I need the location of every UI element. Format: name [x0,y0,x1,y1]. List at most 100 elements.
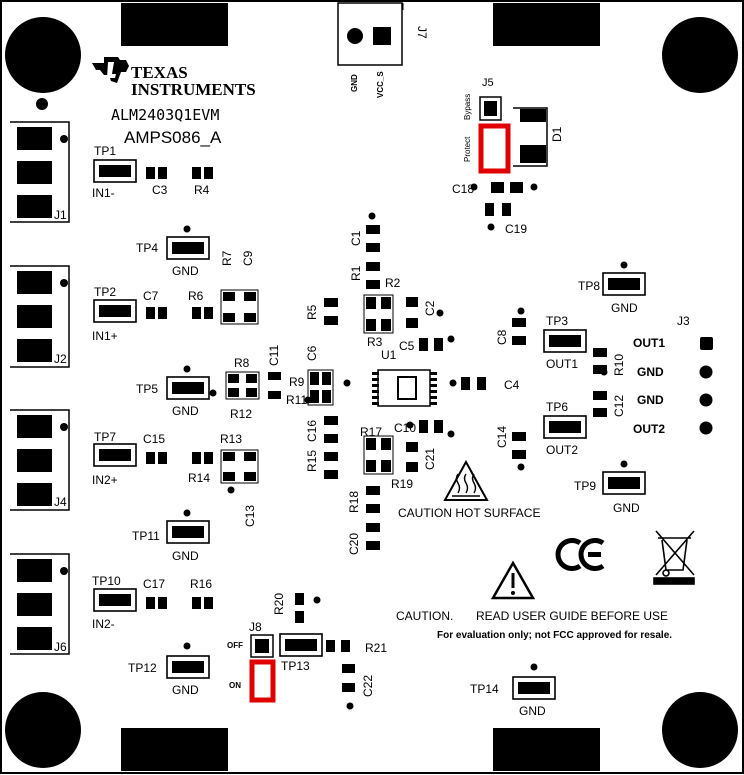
c5-label: C5 [399,339,415,353]
c4-label: C4 [504,378,520,392]
tp7-net-label: IN2+ [92,473,118,487]
c16-label: C16 [305,419,319,442]
c18-label: C18 [452,182,475,196]
c9-label: C9 [241,250,255,266]
c10-label: C10 [394,421,417,435]
passive-footprints [146,167,607,692]
r9-label: R9 [289,375,305,389]
j2-terminal-block [10,265,70,368]
r2-label: R2 [385,276,401,290]
caution-text: READ USER GUIDE BEFORE USE [476,609,669,623]
tp7-label: TP7 [94,430,117,444]
tp11-net-label: GND [172,549,199,563]
mounting-hole-bottom-left [5,692,81,768]
j8-on-label: ON [229,681,241,690]
r15-label: R15 [305,449,319,472]
tp12-label: TP12 [128,661,157,675]
c2-label: C2 [423,300,437,316]
d1-diode [513,107,548,167]
r18-label: R18 [347,490,361,513]
r13-label: R13 [220,432,243,446]
j3-pin1-label: OUT1 [633,336,666,350]
j7-pin1 [347,28,363,44]
tp6-label: TP6 [546,400,569,414]
hot-surface-text: CAUTION HOT SURFACE [398,506,541,520]
j3-label: J3 [677,314,690,328]
tp4-net-label: GND [172,264,199,278]
weee-crossed-bin-icon [653,530,695,585]
r10-label: R10 [612,353,626,376]
r3-label: R3 [367,335,383,349]
j5-bypass-label: Bypass [463,93,472,120]
tp11-label: TP11 [132,529,160,543]
j1-label: J1 [54,208,67,222]
r19-label: R19 [391,477,414,491]
tp2-net-label: IN1+ [92,329,118,343]
company-name-line2: INSTRUMENTS [131,80,256,99]
j8-label: J8 [249,620,262,634]
r4-label: R4 [194,183,210,197]
test-point-dots [183,225,628,710]
j1-terminal-block [10,121,70,223]
tp2-label: TP2 [94,285,117,299]
tp14-net-label: GND [519,704,546,718]
j3-pins [699,337,713,435]
c6-label: C6 [305,345,319,361]
caution-prefix-text: CAUTION. [396,609,454,623]
tp10-label: TP10 [92,574,121,588]
tp1-label: TP1 [94,144,117,158]
polarity-dots [209,183,608,604]
j3-pin4-label: OUT2 [633,422,666,436]
tp13-label: TP13 [281,659,310,673]
edge-pad-top-left [121,3,228,46]
mounting-hole-top-right [662,17,738,93]
r14-label: R14 [188,471,211,485]
ce-mark [555,538,605,571]
j6-label: J6 [54,640,67,654]
j4-terminal-block [10,409,70,511]
tp1-net-label: IN1- [92,186,115,200]
warning-triangle-icon [490,560,536,600]
r7-label: R7 [220,250,234,266]
r11-label: R11 [286,393,308,407]
j4-label: J4 [54,495,67,509]
tp4-label: TP4 [136,241,159,255]
mounting-hole-top-left [5,17,81,93]
r17-label: R17 [360,425,383,439]
c1-label: C1 [349,230,363,246]
c21-label: C21 [423,447,437,470]
c11-label: C11 [267,344,281,366]
tp9-net-label: GND [613,501,640,515]
tp5-label: TP5 [136,382,159,396]
u1-ic [372,369,437,407]
tp8-net-label: GND [611,301,638,315]
j8-jumper [249,634,276,703]
tp9-label: TP9 [574,479,597,493]
evaluation-text: For evaluation only; not FCC approved fo… [437,630,673,641]
j2-label: J2 [54,352,67,366]
r5-label: R5 [305,304,319,320]
r6-label: R6 [188,289,204,303]
c20-label: C20 [347,532,361,555]
tp10-net-label: IN2- [92,617,115,631]
j7-pin2 [373,27,391,45]
c15-label: C15 [143,432,166,446]
c22-label: C22 [361,674,375,697]
c13-label: C13 [243,504,257,527]
c7-label: C7 [143,289,159,303]
hot-surface-warning-icon [443,459,489,501]
j7-pin2-label: VCC_S [376,71,385,98]
j3-pin2-label: GND [637,365,664,379]
u1-label: U1 [381,348,397,362]
c19-label: C19 [505,222,528,236]
edge-pad-top-right [493,3,600,46]
r20-label: R20 [272,592,286,615]
j7-pin1-label: GND [350,74,359,92]
board-name: ALM2403Q1EVM [111,106,220,124]
r21-label: R21 [365,641,388,655]
j5-jumper [478,96,511,174]
j8-off-label: OFF [227,641,243,650]
j6-terminal-block [10,553,70,655]
